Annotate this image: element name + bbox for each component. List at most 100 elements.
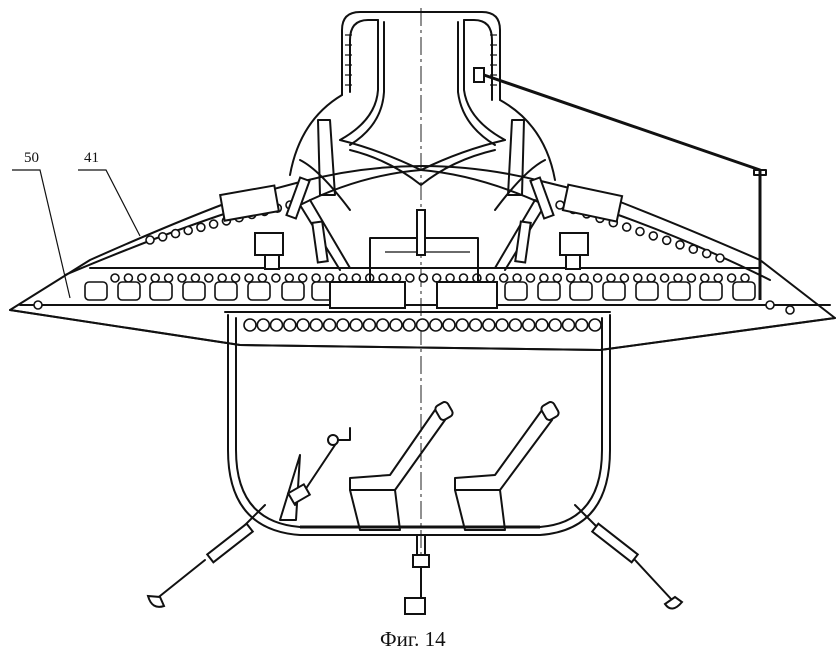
hole <box>521 318 536 332</box>
hole <box>311 273 321 283</box>
hole <box>309 318 324 332</box>
hole <box>177 273 187 283</box>
hole <box>256 318 271 332</box>
hole <box>659 273 670 283</box>
dome-left <box>289 94 343 176</box>
hole <box>150 273 160 283</box>
hole <box>646 273 657 283</box>
hole <box>535 318 549 332</box>
hole <box>508 318 523 332</box>
hole <box>282 318 297 332</box>
window <box>117 281 141 301</box>
hole <box>204 273 214 283</box>
hole <box>481 318 496 332</box>
hole <box>402 318 417 332</box>
window-row <box>33 281 795 315</box>
window <box>281 281 305 301</box>
hole <box>548 318 563 332</box>
hole <box>701 248 712 259</box>
hole <box>648 231 659 241</box>
control-lever <box>279 427 351 521</box>
disc-inner-line-right <box>609 211 771 281</box>
hole <box>675 240 685 250</box>
hole <box>539 273 549 283</box>
hole <box>271 273 281 283</box>
landing-leg-center <box>404 534 430 615</box>
seat-right <box>454 401 560 531</box>
hole <box>190 273 201 283</box>
actuator-block-left <box>219 176 329 270</box>
top-tank <box>341 11 501 101</box>
hole <box>699 273 710 283</box>
hole <box>378 273 388 283</box>
hole <box>137 273 147 283</box>
hole <box>606 273 616 283</box>
hole <box>713 273 724 283</box>
hole <box>632 273 643 283</box>
control-box-right <box>436 281 498 309</box>
window <box>214 281 238 301</box>
central-actuator <box>416 209 426 256</box>
hole <box>163 273 174 283</box>
hole <box>217 273 227 283</box>
hole <box>349 318 364 332</box>
window <box>84 281 108 301</box>
window <box>247 281 271 301</box>
hole <box>619 273 630 283</box>
cabin-outer-wall <box>227 314 611 536</box>
hole <box>688 244 699 254</box>
hole <box>351 273 362 283</box>
hole <box>110 273 120 283</box>
hole <box>33 300 43 310</box>
disc-hull-lower <box>9 309 836 351</box>
hole <box>230 273 241 283</box>
ref-label-41: 41 <box>78 150 141 237</box>
hole <box>415 318 430 332</box>
hole <box>458 273 469 283</box>
hole <box>170 228 181 239</box>
window <box>182 281 206 301</box>
window <box>149 281 173 301</box>
control-box-left <box>329 281 406 309</box>
window <box>537 281 561 301</box>
hole-row-lower <box>243 318 602 332</box>
hole <box>579 273 589 283</box>
hole <box>296 318 310 332</box>
hole <box>336 318 350 332</box>
hole <box>428 318 443 332</box>
hole <box>297 273 308 283</box>
hole <box>512 273 522 283</box>
hole <box>196 222 206 233</box>
hole <box>565 273 576 283</box>
hole <box>498 273 509 283</box>
landing-leg-right <box>574 504 684 610</box>
window <box>732 281 756 301</box>
window <box>635 281 659 301</box>
hole-row-upper <box>110 273 750 283</box>
hole <box>588 318 602 332</box>
hole <box>324 273 335 283</box>
dome-right <box>499 99 556 181</box>
window <box>602 281 626 301</box>
hole <box>592 273 603 283</box>
hole <box>431 273 442 283</box>
hole <box>123 273 134 283</box>
fan-shroud-left <box>299 119 351 211</box>
hole <box>621 222 632 232</box>
hole <box>338 273 348 283</box>
landing-leg-left <box>146 504 266 608</box>
hole <box>243 318 257 332</box>
hole <box>405 273 415 283</box>
hole <box>418 273 429 283</box>
seat-center <box>349 401 454 531</box>
hole <box>765 300 775 310</box>
hole <box>244 273 254 283</box>
hole <box>445 273 455 283</box>
disc-hull-outer <box>9 165 836 351</box>
hole <box>715 253 725 263</box>
ref-label-50: 50 <box>12 150 71 299</box>
hole <box>362 318 377 332</box>
hole <box>442 318 456 332</box>
hole <box>375 318 390 332</box>
